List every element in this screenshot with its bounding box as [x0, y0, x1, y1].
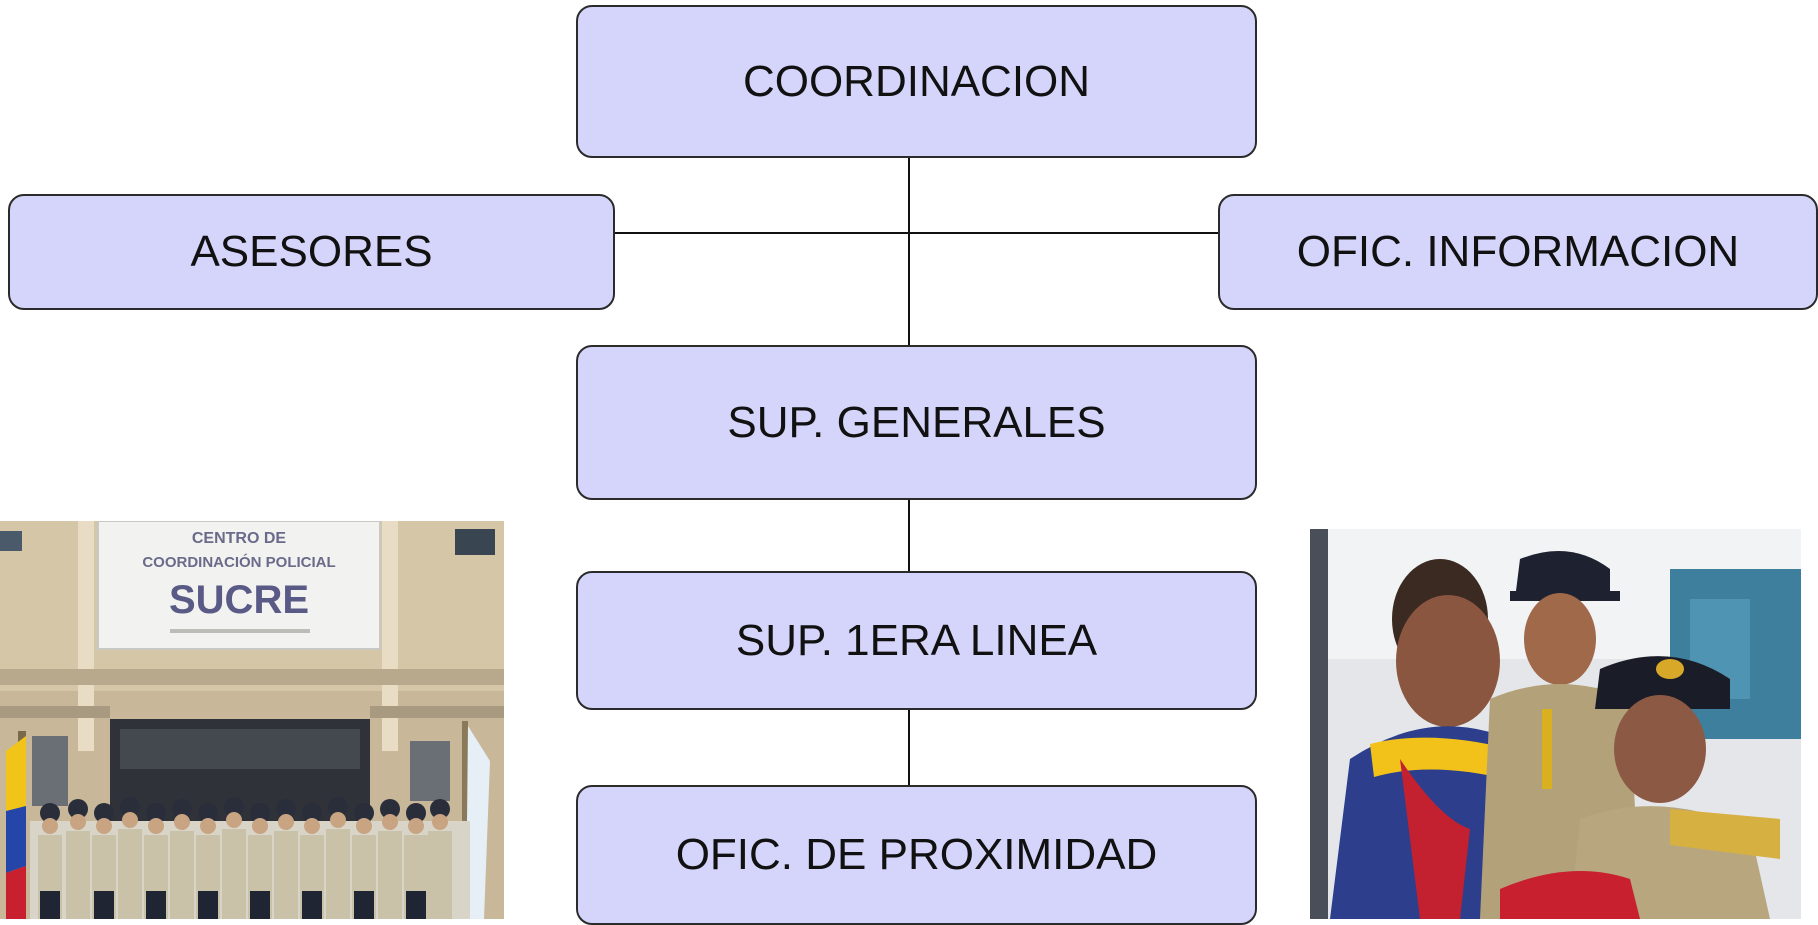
box-ofic-de-proximidad: OFIC. DE PROXIMIDAD	[576, 785, 1257, 925]
box-coordinacion: COORDINACION	[576, 5, 1257, 158]
connector-staff-horizontal	[612, 232, 1220, 234]
box-sup-1era-linea-label: SUP. 1ERA LINEA	[735, 615, 1098, 665]
connector-top-to-sup-generales	[908, 156, 910, 346]
police-center-photo: CENTRO DE COORDINACIÓN POLICIAL SUCRE	[0, 521, 504, 919]
box-coordinacion-label: COORDINACION	[742, 56, 1091, 106]
officers-group	[30, 797, 470, 919]
connector-1era-linea-to-proximidad	[908, 708, 910, 787]
box-ofic-de-proximidad-label: OFIC. DE PROXIMIDAD	[675, 830, 1158, 879]
officers-ceremony-photo-illustration	[1310, 529, 1801, 919]
sign-line3: SUCRE	[169, 578, 309, 622]
box-sup-generales: SUP. GENERALES	[576, 345, 1257, 500]
box-ofic-informacion: OFIC. INFORMACION	[1218, 194, 1818, 310]
sign-line1: CENTRO DE	[192, 530, 287, 547]
box-ofic-informacion-label: OFIC. INFORMACION	[1296, 227, 1740, 276]
sign-line2: COORDINACIÓN POLICIAL	[142, 553, 335, 571]
police-center-photo-illustration: CENTRO DE COORDINACIÓN POLICIAL SUCRE	[0, 521, 504, 919]
officers-ceremony-photo	[1310, 529, 1801, 919]
connector-generales-to-1era-linea	[908, 498, 910, 573]
box-asesores: ASESORES	[8, 194, 615, 310]
officer-figure-right	[1570, 656, 1780, 919]
box-sup-1era-linea: SUP. 1ERA LINEA	[576, 571, 1257, 710]
box-asesores-label: ASESORES	[190, 227, 433, 276]
box-sup-generales-label: SUP. GENERALES	[727, 397, 1106, 447]
